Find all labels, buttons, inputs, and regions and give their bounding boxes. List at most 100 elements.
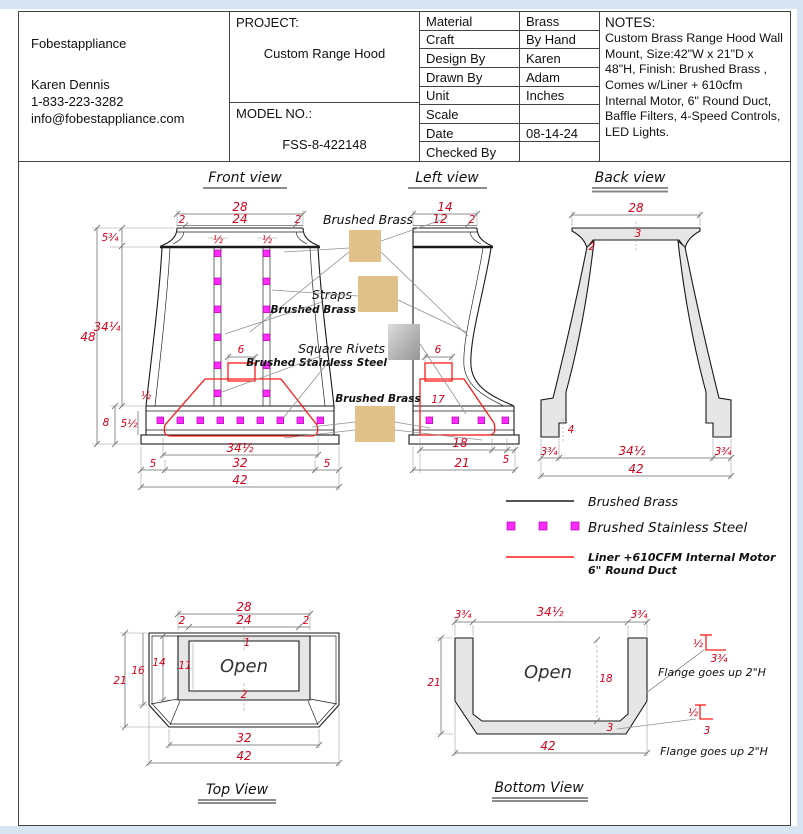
notes-text: Custom Brass Range Hood Wall Mount, Size…	[605, 31, 783, 139]
dim-top-1: 1	[244, 637, 251, 649]
spec-value	[520, 105, 599, 124]
contact-phone: 1-833-223-3282	[31, 93, 124, 109]
left-view-title: Left view	[415, 170, 479, 186]
title-block: Fobestappliance Karen Dennis 1-833-223-3…	[19, 12, 790, 162]
callout-brushed-brass-top: Brushed Brass	[323, 212, 414, 227]
project-cell: PROJECT: Custom Range Hood	[230, 12, 419, 103]
spec-label: Craft	[420, 31, 519, 50]
front-view: Front view	[80, 170, 343, 491]
left-band-rivets	[425, 416, 509, 424]
legend-steel-swatch	[570, 521, 580, 531]
flange2-height: ½	[688, 707, 698, 719]
flange2-width: 3	[704, 725, 711, 737]
project-block: PROJECT: Custom Range Hood MODEL NO.: FS…	[229, 12, 419, 161]
legend: Brushed Brass Brushed Stainless Steel Li…	[506, 494, 776, 577]
flange1-note: Flange goes up 2"H	[658, 666, 766, 679]
dim-bottom-3: 3	[607, 722, 614, 734]
dim-front-strap1: ½	[213, 234, 223, 246]
dim-front-3414: 34¼	[94, 320, 121, 334]
legend-liner-label-2: 6" Round Duct	[588, 564, 678, 577]
dim-front-42: 42	[232, 473, 247, 487]
top-view: Open 1 11 2 28 2 24 2 21 16 14	[113, 600, 343, 804]
window-edge-right	[797, 0, 803, 834]
dim-top-14: 14	[152, 657, 165, 669]
dim-bottom-42: 42	[540, 739, 555, 753]
spec-values-column: Brass By Hand Karen Adam Inches 08-14-24	[519, 12, 599, 161]
legend-steel-swatch	[538, 521, 548, 531]
brass-swatch-top	[349, 230, 381, 262]
project-label: PROJECT:	[236, 15, 299, 30]
callout-band-material: Brushed Brass	[335, 393, 420, 405]
dim-front-32: 32	[232, 456, 247, 470]
dim-front-2r: 2	[295, 214, 302, 226]
company-name: Fobestappliance	[31, 36, 127, 51]
dim-left-6: 6	[435, 344, 442, 356]
dim-top-24: 24	[236, 613, 251, 627]
callout-rivets-material: Brushed Stainless Steel	[246, 357, 387, 369]
spec-label: Checked By	[426, 144, 497, 160]
dim-front-534: 5¾	[102, 232, 120, 244]
spec-value: Karen	[520, 49, 599, 68]
dim-top-42: 42	[236, 749, 251, 763]
dim-front-8: 8	[103, 417, 110, 429]
spec-label: Unit	[420, 87, 519, 106]
flange2-note: Flange goes up 2"H	[660, 745, 768, 758]
back-view: Back view 28 3 2 4 3¾ 34½ 3¾	[537, 170, 735, 480]
dim-back-334r: 3¾	[715, 446, 733, 458]
dim-left-17: 17	[431, 394, 445, 406]
dim-front-2l: 2	[179, 214, 186, 226]
top-view-open-label: Open	[220, 656, 268, 677]
dim-front-5l: 5	[150, 458, 157, 470]
dim-left-14: 14	[437, 200, 452, 214]
dim-bottom-18: 18	[599, 673, 613, 685]
dim-back-2: 2	[589, 241, 596, 253]
dim-back-3: 3	[635, 228, 642, 240]
spec-label: Scale	[420, 105, 519, 124]
window-edge-bottom	[0, 826, 803, 834]
dim-bottom-3412: 34½	[537, 605, 564, 619]
dim-left-21: 21	[454, 456, 469, 470]
dim-front-28: 28	[232, 200, 248, 214]
brass-swatch-straps	[358, 276, 398, 312]
back-view-title: Back view	[595, 170, 666, 186]
dim-top-16: 16	[131, 665, 145, 677]
dim-bottom-334l: 3¾	[455, 609, 473, 621]
steel-swatch	[388, 324, 420, 360]
contact-email: info@fobestappliance.com	[31, 110, 185, 126]
top-view-title: Top View	[206, 782, 269, 798]
dim-back-4: 4	[568, 424, 575, 436]
dim-front-half: ½	[141, 390, 151, 402]
bottom-view-title: Bottom View	[494, 780, 584, 796]
model-number: FSS-8-422148	[282, 137, 367, 152]
spec-label: Material	[420, 12, 519, 31]
callout-straps-material: Brushed Brass	[271, 304, 356, 316]
dim-left-18: 18	[452, 436, 468, 450]
dim-back-3412: 34½	[619, 444, 646, 458]
dim-top-32: 32	[236, 731, 251, 745]
spec-label: Design By	[420, 49, 519, 68]
dim-front-512: 5½	[121, 418, 138, 430]
flange1-width: 3¾	[711, 653, 729, 665]
model-label: MODEL NO.:	[236, 106, 313, 121]
dim-back-42: 42	[628, 462, 643, 476]
flange1-height: ½	[693, 638, 703, 650]
spec-value: Adam	[520, 68, 599, 87]
spec-labels-column: Material Craft Design By Drawn By Unit S…	[419, 12, 519, 161]
dim-front-48: 48	[80, 330, 96, 344]
legend-steel-swatch	[506, 521, 516, 531]
callout-rivets-title: Square Rivets	[298, 341, 385, 356]
spec-label: Drawn By	[420, 68, 519, 87]
contact-block: Fobestappliance Karen Dennis 1-833-223-3…	[19, 12, 229, 161]
spec-value: Inches	[520, 87, 599, 106]
legend-brass-label: Brushed Brass	[588, 494, 679, 509]
material-callouts: Brushed Brass Straps Brushed Brass Squar…	[221, 212, 483, 442]
dim-top-2r: 2	[303, 615, 310, 627]
dim-front-6: 6	[238, 344, 245, 356]
contact-name: Karen Dennis	[31, 76, 110, 92]
dim-front-24: 24	[232, 212, 247, 226]
front-strap-rivets	[213, 249, 271, 397]
sheet-border: Fobestappliance Karen Dennis 1-833-223-3…	[18, 11, 791, 826]
spec-value: By Hand	[520, 31, 599, 50]
dim-left-2: 2	[469, 214, 476, 226]
